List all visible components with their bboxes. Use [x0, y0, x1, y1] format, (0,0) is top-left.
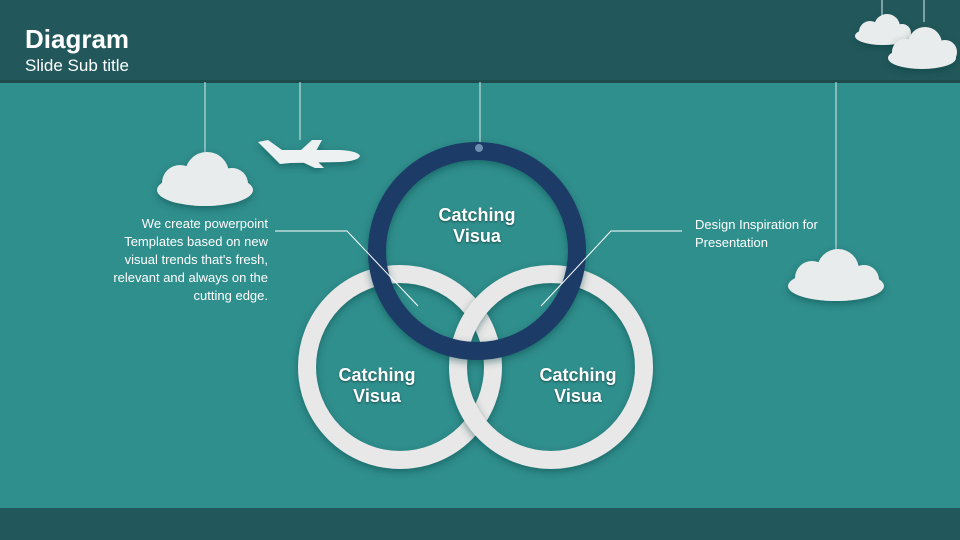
ring-left-label: Catching Visua — [338, 365, 416, 406]
footer-bar — [0, 508, 960, 540]
cloud-icon — [788, 249, 884, 301]
cloud-icon — [888, 27, 957, 69]
ring-right — [449, 265, 653, 469]
ring-top-label: Catching Visua — [438, 205, 516, 246]
slide-subtitle: Slide Sub title — [25, 56, 129, 75]
header-bar — [0, 0, 960, 80]
connector-lines — [275, 230, 682, 307]
cloud-icon — [157, 152, 253, 206]
airplane-icon — [258, 140, 360, 168]
description-left: We create powerpoint Templates based on … — [113, 216, 268, 303]
ring-left — [298, 265, 502, 469]
header-divider — [0, 80, 960, 83]
ring-right-label: Catching Visua — [539, 365, 617, 406]
description-right: Design Inspiration for Presentation — [695, 217, 818, 250]
hanging-strings — [204, 0, 925, 258]
cloud-icon — [855, 14, 911, 45]
ring-hook-icon — [475, 144, 483, 152]
slide-title: Diagram — [25, 24, 130, 54]
